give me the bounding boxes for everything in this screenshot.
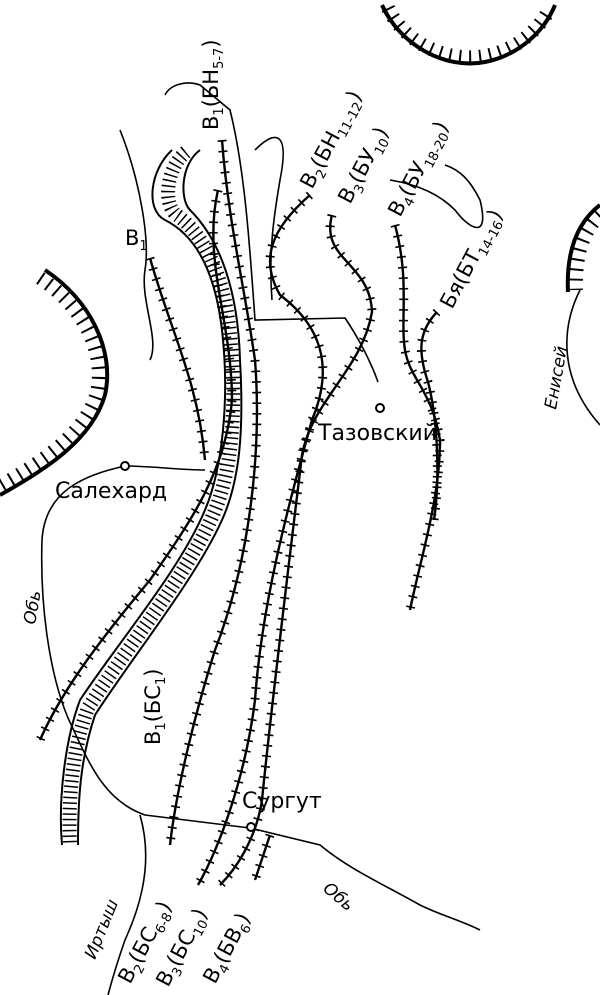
river-label-ob-north: Обь	[20, 589, 46, 626]
arc-east	[565, 203, 600, 293]
river-irtysh	[107, 814, 147, 995]
label-b4-north: В4(БУ18-20)	[383, 117, 457, 222]
town-tazovsky: Тазовский	[317, 421, 437, 446]
label-b1-left: В1	[125, 226, 148, 254]
river-label-irtysh: Иртыш	[81, 897, 123, 962]
town-marker-surgut	[246, 822, 256, 832]
town-marker-tazovsky	[375, 403, 385, 413]
town-marker-salekhard	[120, 461, 130, 471]
label-b1-top: В1(БН5-7)	[199, 39, 227, 130]
town-salekhard: Салехард	[55, 479, 167, 504]
town-surgut: Сургут	[242, 789, 322, 814]
river-west-trib	[119, 129, 154, 361]
river-yenisei	[566, 289, 600, 426]
label-bya: Бя(БТ14-16)	[435, 205, 511, 314]
arc-north	[380, 4, 557, 66]
river-ob-upper	[164, 82, 379, 383]
river-ob	[40, 465, 481, 931]
boundary-lines	[35, 139, 445, 889]
hatched-trough	[59, 146, 243, 846]
river-label-ob-south: Обь	[319, 879, 358, 916]
label-b1-south: В1(БС1)	[141, 669, 169, 745]
river-upper-east	[389, 164, 484, 229]
river-label-yenisei: Енисей	[541, 345, 572, 411]
arc-west	[0, 268, 110, 497]
river-taz	[254, 136, 284, 301]
